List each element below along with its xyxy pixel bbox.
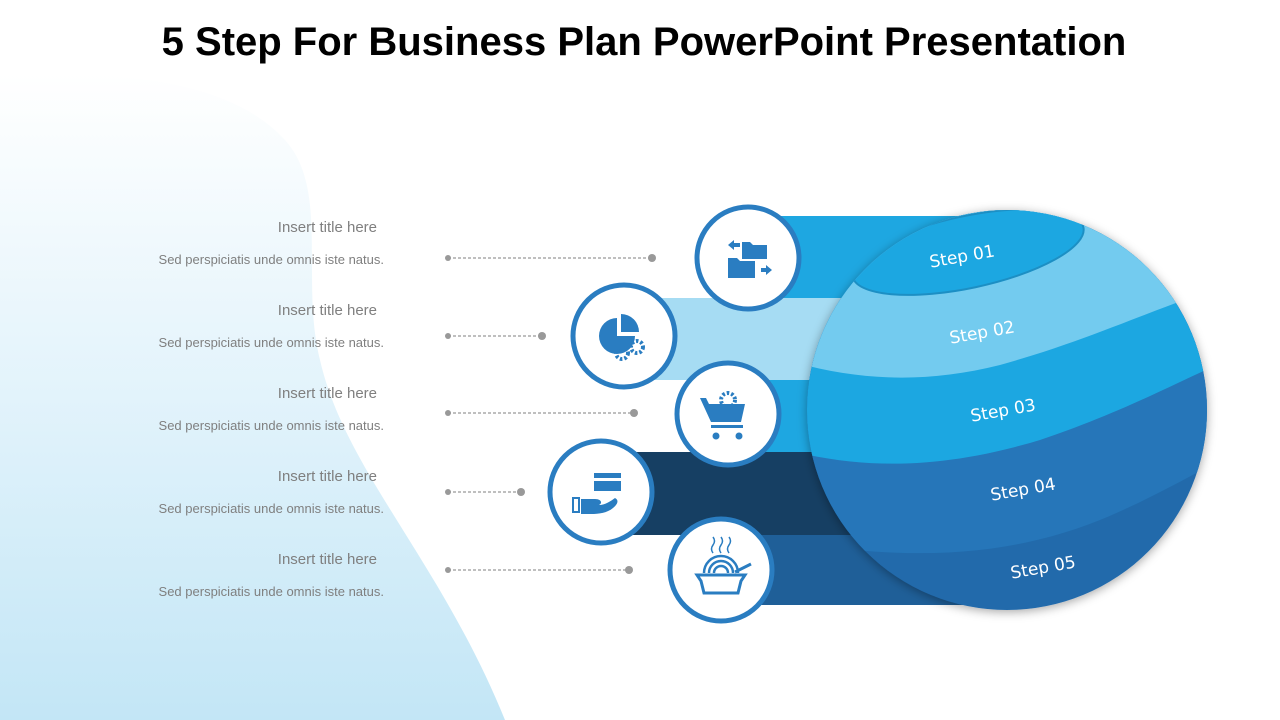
step-description: Sed perspiciatis unde omnis iste natus.: [158, 501, 384, 516]
step-title: Insert title here: [277, 551, 377, 568]
connector-dots: [445, 254, 656, 574]
step-title: Insert title here: [277, 219, 377, 236]
step-title: Insert title here: [277, 302, 377, 319]
pie-chart-gears-icon: [599, 314, 645, 361]
step-description: Sed perspiciatis unde omnis iste natus.: [158, 252, 384, 267]
step-title: Insert title here: [277, 385, 377, 402]
step-5-icon-circle: [667, 516, 775, 624]
folder-transfer-icon: [728, 240, 772, 278]
page-title: 5 Step For Business Plan PowerPoint Pres…: [161, 20, 1127, 64]
connector-lines: [448, 257, 652, 571]
step-description: Sed perspiciatis unde omnis iste natus.: [158, 335, 384, 350]
step-description: Sed perspiciatis unde omnis iste natus.: [158, 418, 384, 433]
step-4-icon-circle: [547, 438, 655, 546]
step-sphere: [807, 210, 1207, 610]
cart-gear-icon: [700, 391, 745, 440]
hot-bowl-icon: [694, 536, 752, 595]
step-title: Insert title here: [277, 468, 377, 485]
step-description: Sed perspiciatis unde omnis iste natus.: [158, 584, 384, 599]
hand-card-icon: [572, 473, 621, 514]
